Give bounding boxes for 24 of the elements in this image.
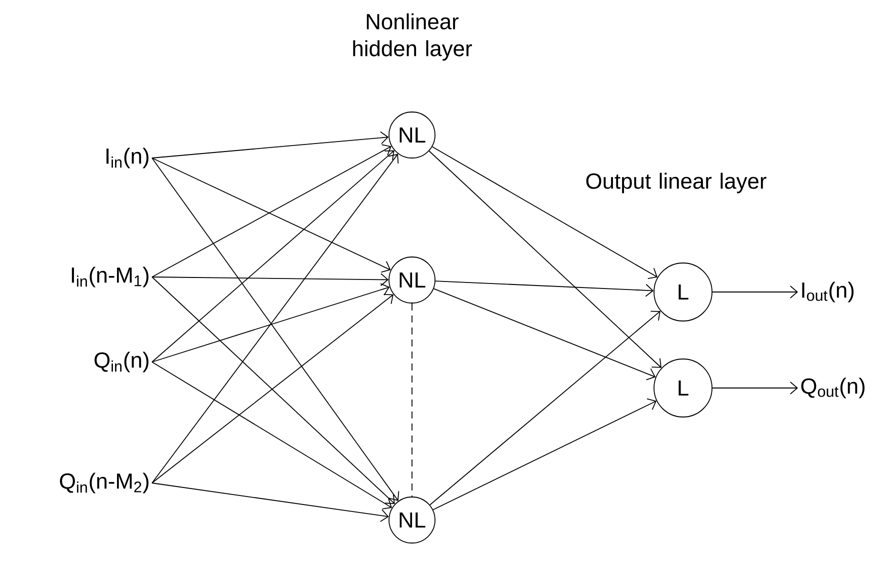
arrow: [433, 288, 656, 380]
arrow: [152, 294, 394, 484]
arrow: [152, 283, 390, 362]
layer-heading: Nonlinear hidden layer: [353, 13, 472, 61]
arrow: [152, 131, 389, 158]
arrow: [432, 146, 658, 280]
input-label: I$_{in}$(n-M$_{1}$): [72, 266, 148, 288]
output-label: I$_{out}$(n): [802, 282, 854, 302]
arrow: [428, 150, 662, 368]
arrow: [712, 286, 798, 298]
input-label: I$_{in}$(n): [106, 148, 148, 168]
layer-heading: Output linear layer: [586, 172, 766, 194]
arrow: [152, 150, 394, 362]
arrow: [712, 382, 798, 394]
arrow: [430, 310, 660, 506]
input-label: Q$_{in}$(n-M$_{2}$): [60, 472, 148, 494]
arrow: [434, 280, 654, 297]
arrow: [152, 482, 389, 522]
input-label: Q$_{in}$(n): [94, 352, 148, 372]
arrow: [152, 273, 389, 286]
output-label: Q$_{out}$(n): [801, 378, 864, 398]
arrow: [152, 362, 392, 510]
arrow: [432, 398, 657, 510]
arrow: [152, 276, 395, 504]
